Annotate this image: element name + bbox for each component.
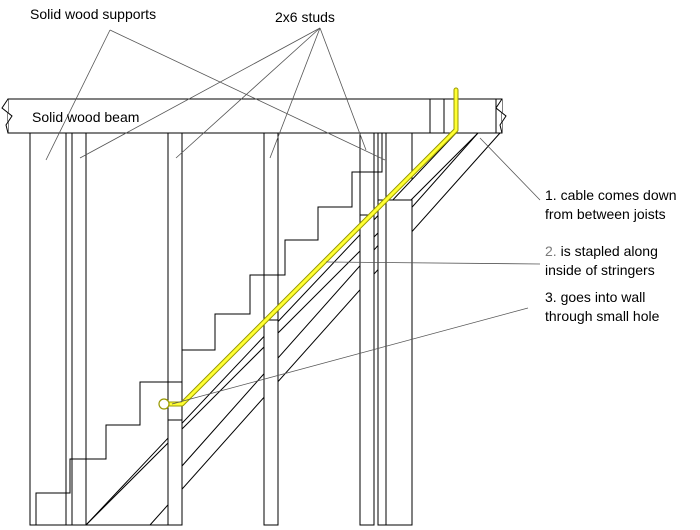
- solid-wood-beam: [1, 98, 507, 134]
- cable-path: [158, 87, 459, 410]
- joist-end: [429, 98, 497, 134]
- supports-label: Solid wood supports: [30, 6, 156, 22]
- solid-wood-support-left: [29, 132, 67, 526]
- step2-label-line2: inside of stringers: [545, 262, 655, 278]
- step2-number: 2.: [545, 243, 557, 259]
- step3-label-line2: through small hole: [545, 308, 660, 324]
- step3-label-line1: 3. goes into wall: [545, 289, 645, 305]
- studs-label: 2x6 studs: [275, 9, 335, 25]
- leader-lines: [45, 27, 541, 405]
- stair-stringer: [84, 132, 501, 526]
- step1-label-line2: from between joists: [545, 206, 666, 222]
- step2-label-line1: 2. is stapled along: [545, 243, 658, 259]
- stud-1: [71, 132, 87, 526]
- beam-label: Solid wood beam: [32, 109, 139, 125]
- stair-steps: [35, 133, 383, 526]
- step1-label-line1: 1. cable comes down: [545, 187, 677, 203]
- step2-text: is stapled along: [557, 243, 658, 259]
